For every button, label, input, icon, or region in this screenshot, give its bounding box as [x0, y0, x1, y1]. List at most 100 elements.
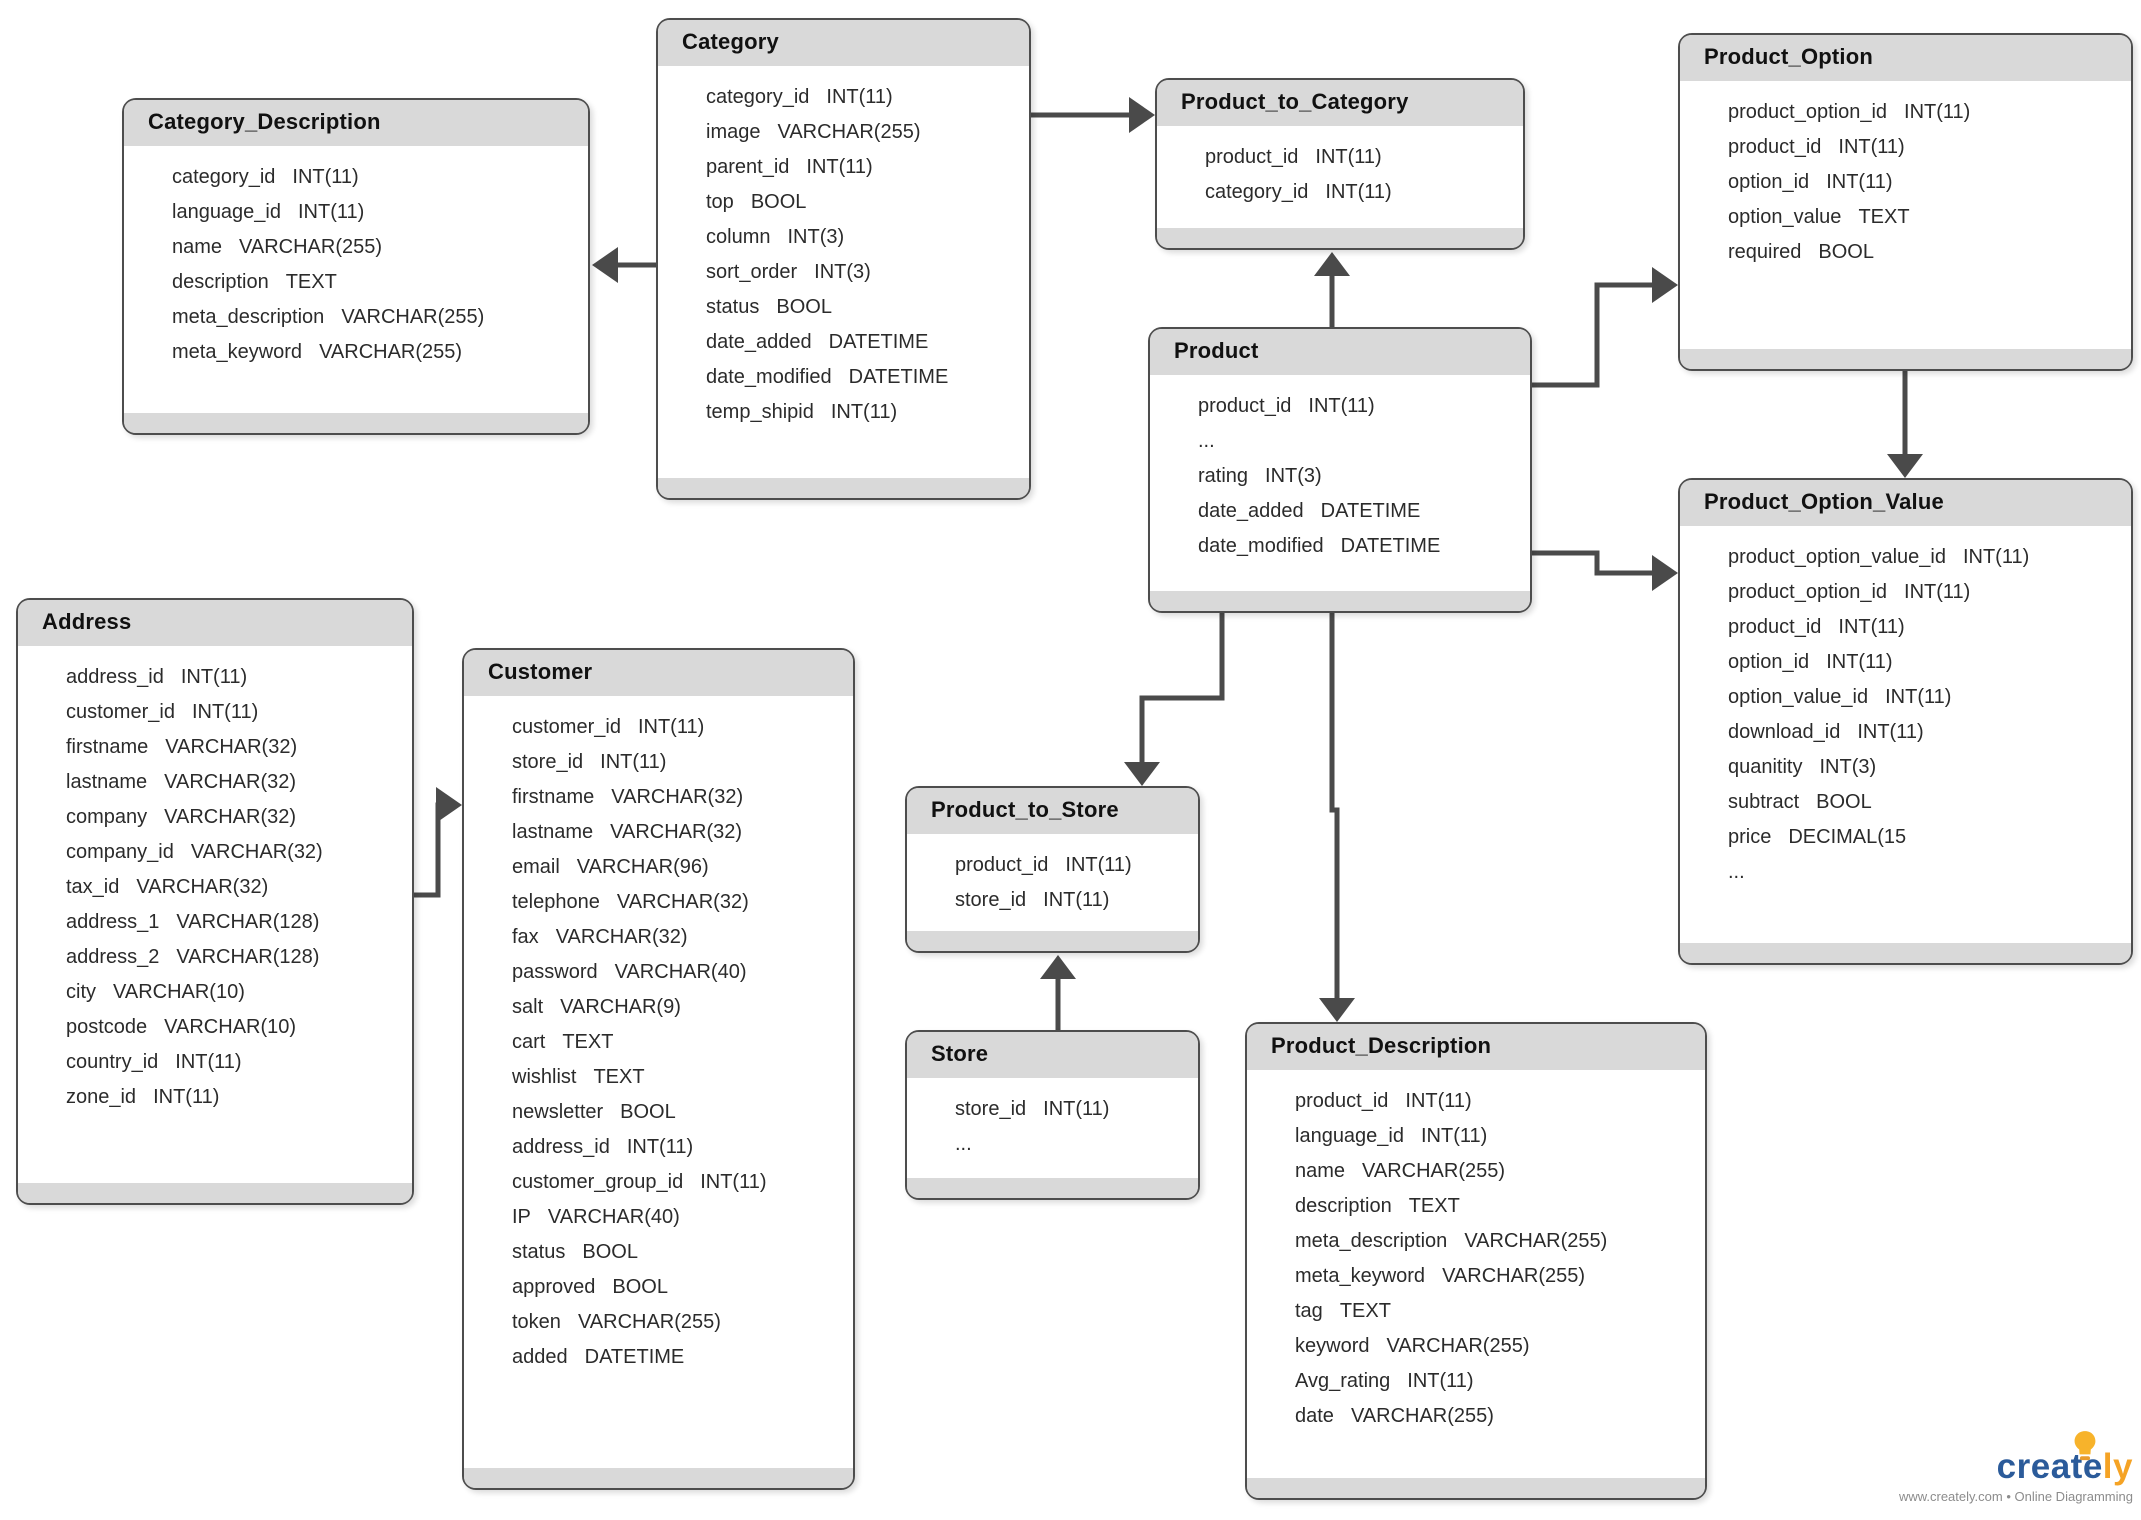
field-name: telephone: [512, 891, 600, 913]
field-type: VARCHAR(255): [1386, 1335, 1530, 1357]
field-name: token: [512, 1311, 561, 1333]
field-name: option_value: [1728, 206, 1842, 228]
field-type: VARCHAR(32): [136, 876, 269, 898]
field-type: DATETIME: [1320, 500, 1421, 522]
field-name: status: [512, 1241, 566, 1263]
field-name: address_1: [66, 911, 160, 933]
field-type: INT(11): [1826, 171, 1893, 193]
table-title: Address: [18, 600, 412, 646]
field-name: product_id: [955, 854, 1049, 876]
field-name: keyword: [1295, 1335, 1370, 1357]
field-type: DATETIME: [848, 366, 949, 388]
table-title: Product_Option: [1680, 35, 2131, 81]
field-type: INT(3): [1265, 465, 1322, 487]
field-type: INT(3): [814, 261, 871, 283]
field-name: meta_keyword: [172, 341, 303, 363]
field-name: date_modified: [1198, 535, 1324, 557]
field-name: option_id: [1728, 651, 1810, 673]
table-footer-band: [124, 413, 588, 433]
field-type: VARCHAR(255): [239, 236, 383, 258]
field-name: option_value_id: [1728, 686, 1869, 708]
field-name: customer_id: [512, 716, 621, 738]
field-type: BOOL: [620, 1101, 676, 1123]
field-name: email: [512, 856, 560, 878]
field-name: rating: [1198, 465, 1249, 487]
connector-product-option-to-product-option-value: [1887, 371, 1923, 478]
field-type: INT(11): [1315, 146, 1382, 168]
field-name: meta_description: [1295, 1230, 1448, 1252]
field-type: INT(11): [1308, 395, 1375, 417]
field-type: TEXT: [285, 271, 337, 293]
field-name: meta_keyword: [1295, 1265, 1426, 1287]
field-name: added: [512, 1346, 568, 1368]
field-type: VARCHAR(10): [164, 1016, 297, 1038]
connector-address-to-customer: [414, 787, 462, 898]
table-footer-band: [1680, 943, 2131, 963]
table-footer-band: [907, 1178, 1198, 1198]
field-type: INT(11): [1407, 1370, 1474, 1392]
field-name: cart: [512, 1031, 546, 1053]
field-row: meta_description VARCHAR(255): [172, 300, 578, 335]
table-product-option-value: Product_Option_Value product_option_valu…: [1678, 478, 2133, 965]
field-type: VARCHAR(32): [164, 771, 297, 793]
table-title: Product_to_Store: [907, 788, 1198, 834]
field-name: product_option_id: [1728, 581, 1888, 603]
table-title: Product_to_Category: [1157, 80, 1523, 126]
table-title: Customer: [464, 650, 853, 696]
field-name: store_id: [955, 1098, 1027, 1120]
field-type: VARCHAR(40): [614, 961, 747, 983]
table-footer-band: [18, 1183, 412, 1203]
field-type: TEXT: [1858, 206, 1910, 228]
field-name: lastname: [512, 821, 594, 843]
field-name: quanitity: [1728, 756, 1803, 778]
field-name: image: [706, 121, 761, 143]
field-row: email VARCHAR(96): [512, 850, 843, 885]
field-name: meta_description: [172, 306, 325, 328]
field-name: name: [172, 236, 223, 258]
table-footer-band: [907, 931, 1198, 951]
field-type: VARCHAR(32): [190, 841, 323, 863]
field-name: category_id: [706, 86, 810, 108]
field-name: top: [706, 191, 734, 213]
connector-product-to-product-option: [1532, 267, 1678, 388]
field-name: company: [66, 806, 148, 828]
field-name: country_id: [66, 1051, 159, 1073]
field-name: address_2: [66, 946, 160, 968]
field-row: option_value TEXT: [1728, 200, 2121, 235]
table-title: Product_Option_Value: [1680, 480, 2131, 526]
field-name: ...: [955, 1133, 972, 1155]
field-name: salt: [512, 996, 544, 1018]
field-type: INT(11): [1043, 889, 1110, 911]
table-title: Category_Description: [124, 100, 588, 146]
field-name: store_id: [955, 889, 1027, 911]
field-name: column: [706, 226, 771, 248]
table-footer-band: [1247, 1478, 1705, 1498]
field-type: VARCHAR(255): [341, 306, 485, 328]
field-type: INT(11): [1838, 136, 1905, 158]
field-type: VARCHAR(96): [576, 856, 709, 878]
field-name: tax_id: [66, 876, 120, 898]
field-type: INT(11): [626, 1136, 694, 1158]
field-name: product_id: [1728, 136, 1822, 158]
field-type: VARCHAR(255): [1464, 1230, 1608, 1252]
field-name: fax: [512, 926, 539, 948]
